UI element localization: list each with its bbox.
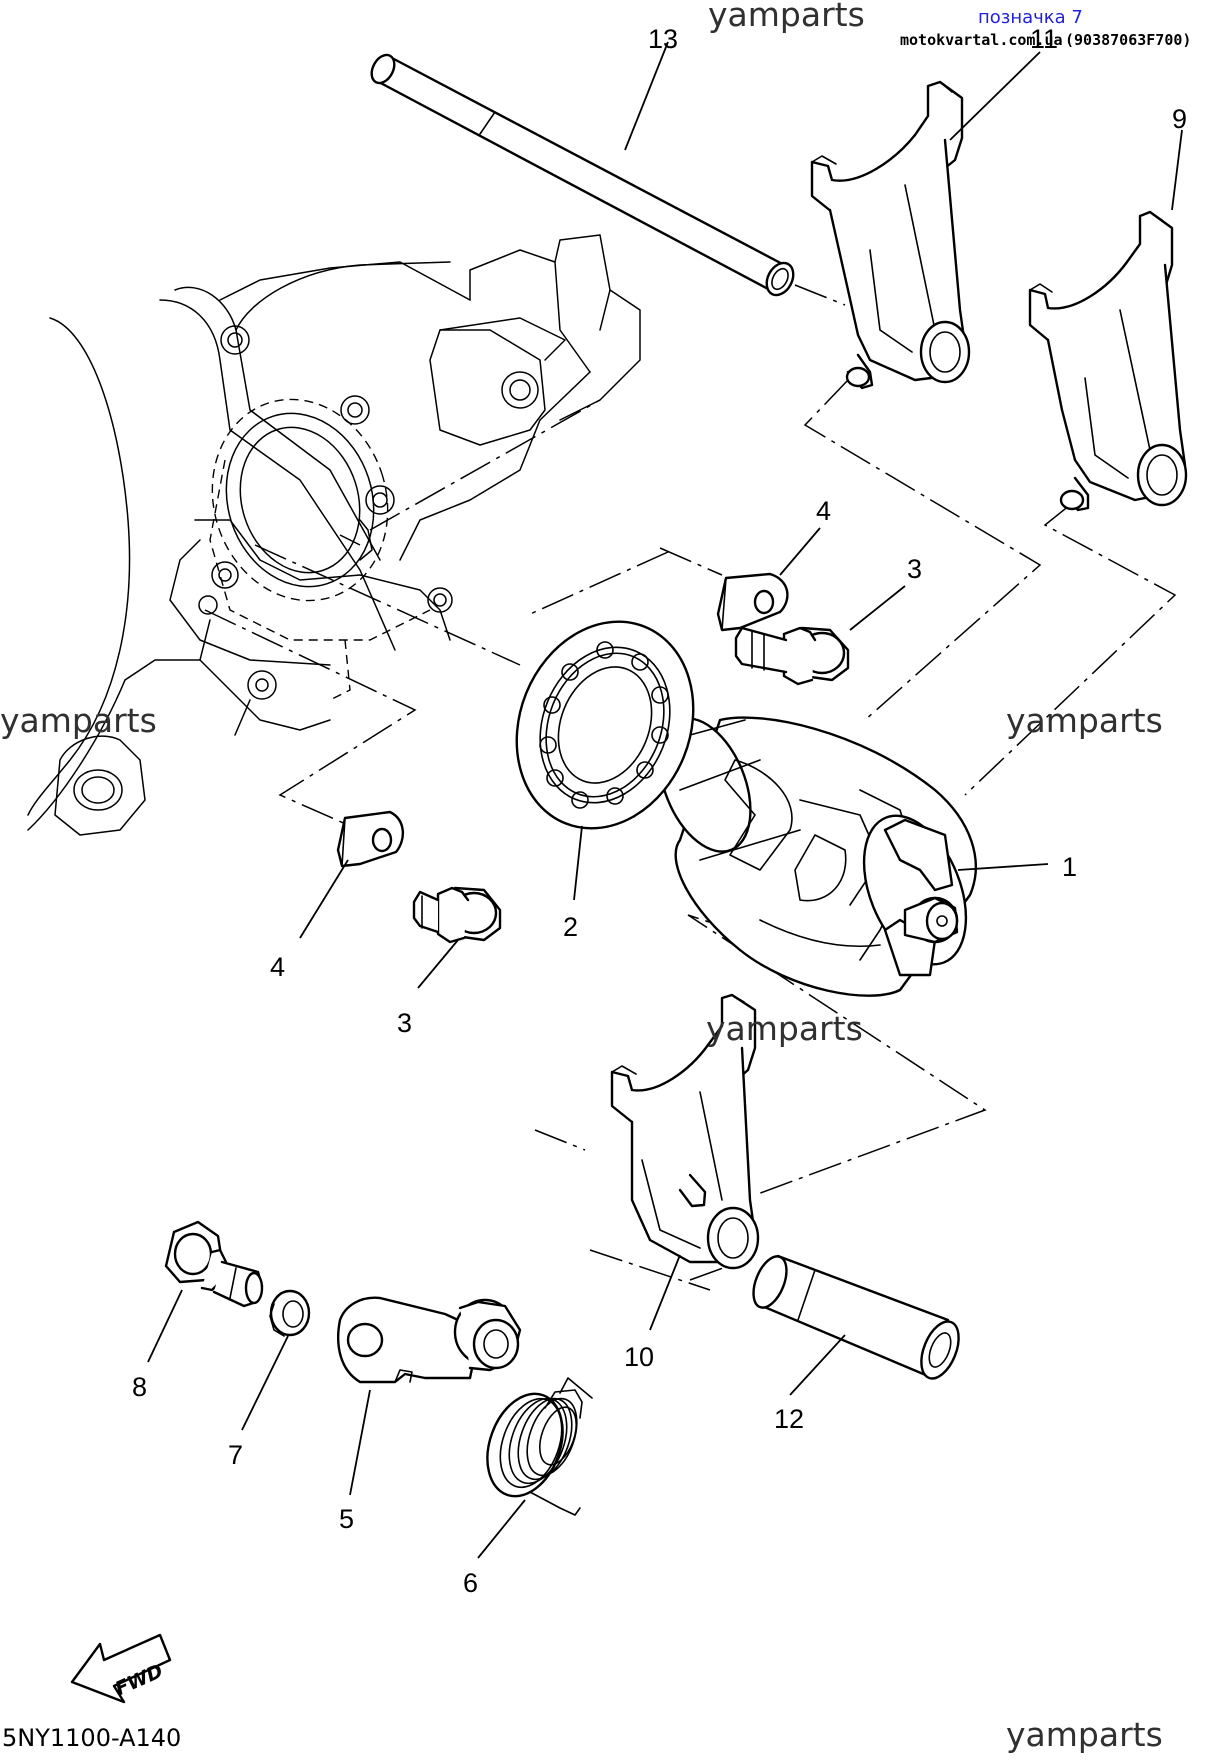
fwd-arrow-icon: FWD [70,1633,172,1704]
watermarks: yamparts yamparts yamparts yamparts yamp… [0,0,1163,1754]
diagram-code: 5NY1100-A140 [2,1724,181,1752]
stopper-plate-4-upper [716,572,789,632]
shift-fork-11 [810,80,971,390]
marker-label: позначка 7 [978,7,1083,28]
shift-drum-1 [658,716,977,997]
callout-4-lower: 4 [270,952,285,982]
collar-12 [752,1254,960,1380]
callout-9: 9 [1172,104,1187,134]
callout-6: 6 [463,1568,478,1598]
callout-10: 10 [624,1342,654,1372]
leader-lines [147,41,1183,1559]
callout-8: 8 [132,1372,147,1402]
header-info: позначка 7 motokvartal.com.ua (90387063F… [900,7,1191,49]
bearing-balls [539,641,669,809]
callout-4-upper: 4 [816,496,831,526]
callout-12: 12 [774,1404,804,1434]
stopper-plate-4-lower [336,810,404,868]
collar-7 [269,1289,311,1337]
watermark-center: yamparts [706,1009,863,1048]
callout-3-lower: 3 [397,1008,412,1038]
watermark-left: yamparts [0,701,157,740]
shift-fork-9 [1028,210,1188,512]
callout-13: 13 [648,24,678,54]
callout-11: 11 [1030,24,1058,54]
callout-7: 7 [228,1440,243,1470]
callout-3-upper: 3 [907,554,922,584]
bolt-8 [164,1220,264,1308]
bolt-3-upper [734,626,850,686]
bearing-2 [515,620,695,830]
callout-5: 5 [339,1504,354,1534]
crankcase-outline [27,234,641,836]
callout-labels: 1 2 3 3 4 4 5 6 7 8 9 10 11 12 13 [132,24,1187,1598]
torsion-spring-6 [486,1377,593,1516]
part-code: (90387063F700) [1065,31,1191,49]
shift-fork-guide-bar-13 [370,53,795,297]
callout-2: 2 [563,912,578,942]
bolt-3-lower [412,886,502,944]
watermark-top: yamparts [708,0,865,34]
shift-fork-10 [610,993,760,1270]
watermark-right: yamparts [1006,701,1163,740]
stopper-lever-5 [337,1296,522,1384]
watermark-bottom-right: yamparts [1006,1715,1163,1754]
site-name: motokvartal.com.ua [900,31,1063,49]
callout-1: 1 [1062,852,1077,882]
